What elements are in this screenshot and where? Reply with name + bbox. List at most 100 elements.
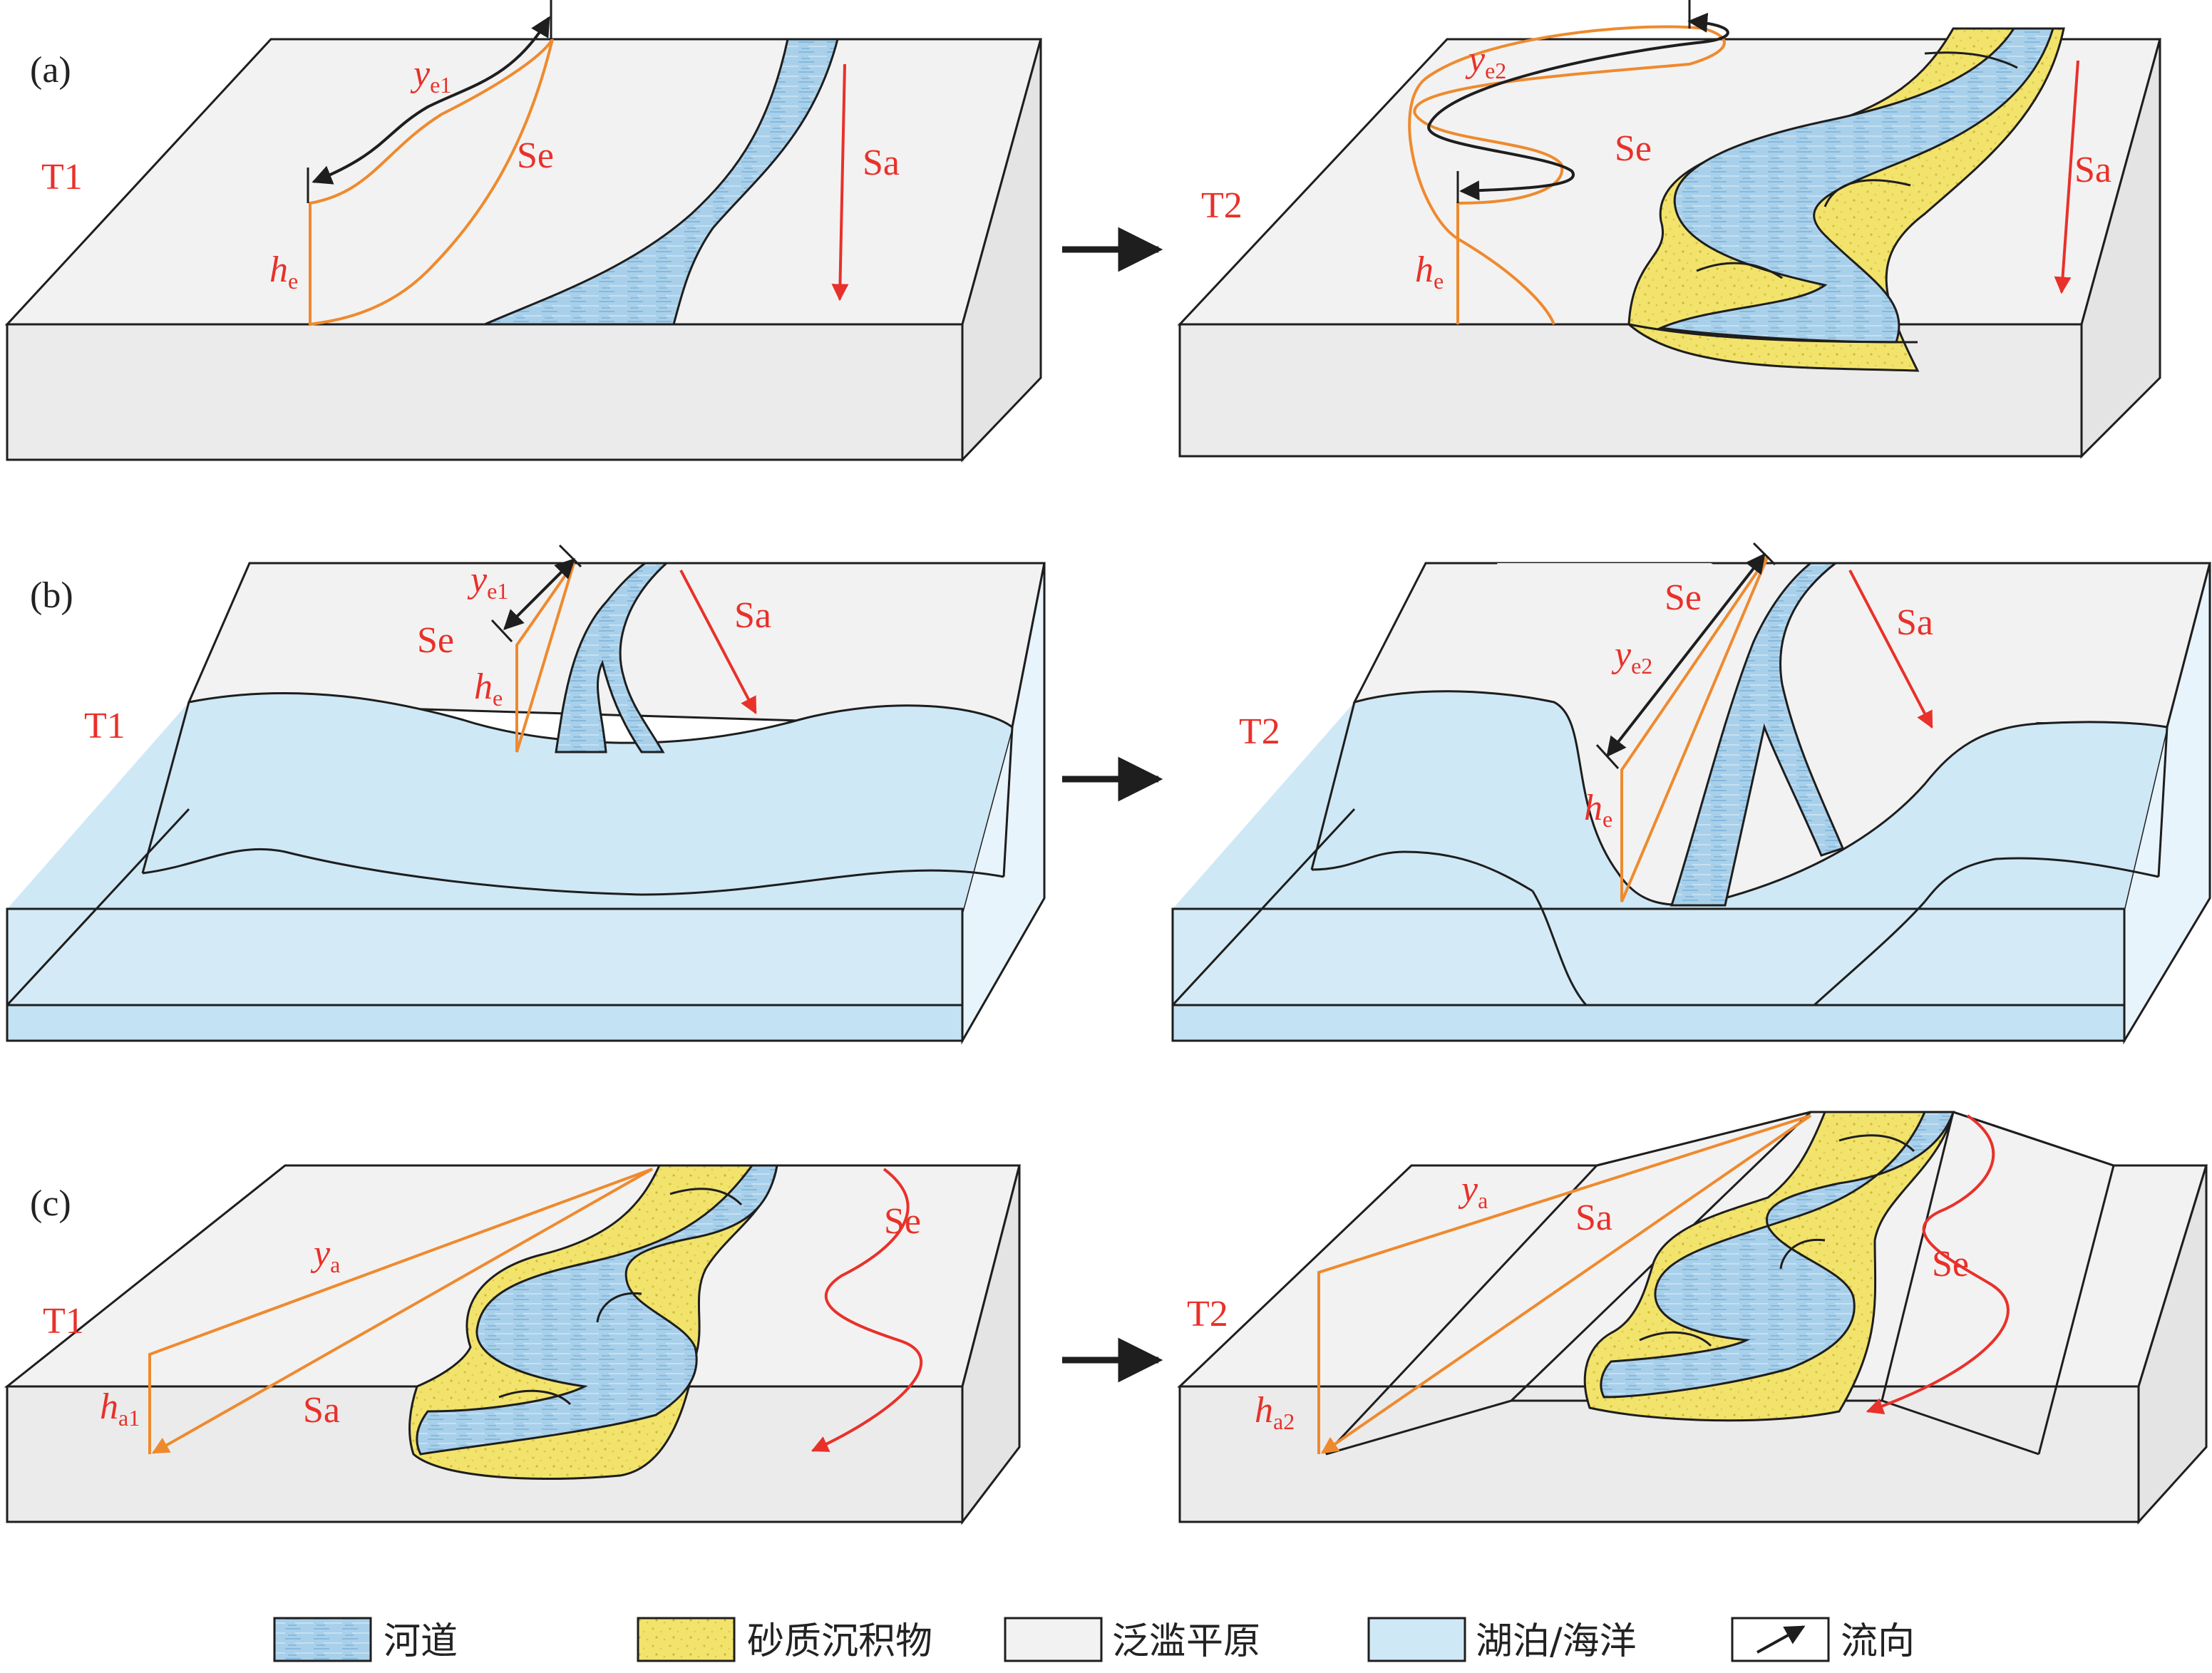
ye-arrow bbox=[1606, 552, 1766, 758]
block-front bbox=[1178, 323, 2083, 458]
se-label: Se bbox=[1615, 128, 1652, 169]
panel-b-t2: T2 Se ye2 he Sa bbox=[1171, 542, 2211, 1045]
incision-right bbox=[1813, 901, 1926, 1007]
block-front-upper bbox=[6, 907, 964, 1007]
block-side bbox=[961, 38, 1042, 463]
sa-label: Sa bbox=[303, 1390, 340, 1431]
legend-item-floodplain: 泛滥平原 bbox=[1004, 1617, 1260, 1663]
ha-label: ha2 bbox=[1255, 1390, 1295, 1434]
sa-label: Sa bbox=[734, 595, 771, 636]
panel-c-t1: (c) T1 ya ha1 Sa Se bbox=[4, 1164, 1021, 1525]
terrace-left bbox=[1324, 1164, 1598, 1456]
se-label: Se bbox=[884, 1201, 921, 1242]
he-label: he bbox=[269, 249, 298, 294]
scroll-bar-1 bbox=[1924, 51, 2018, 69]
scroll-bar-2 bbox=[1823, 179, 1911, 207]
flow-arrow-icon bbox=[1756, 1625, 1806, 1654]
block-side bbox=[2137, 1165, 2208, 1525]
se-label: Se bbox=[517, 135, 554, 176]
se-label: Se bbox=[417, 620, 454, 661]
panel-b-t1: (b) T1 ye1 Se he Sa bbox=[6, 544, 1046, 1045]
channel-straight bbox=[484, 38, 839, 326]
panel-a-t1: (a) T1 ye1 Se he Sa bbox=[4, 0, 1042, 463]
incision-left bbox=[1531, 890, 1588, 1006]
lake-edge-left bbox=[141, 701, 190, 874]
ye-label: ye1 bbox=[410, 53, 451, 98]
legend-label: 砂质沉积物 bbox=[747, 1620, 932, 1663]
se-curve bbox=[811, 1168, 923, 1452]
lake-edge-right bbox=[2157, 726, 2169, 877]
se-label: Se bbox=[1932, 1244, 1969, 1285]
legend-item-sand: 砂质沉积物 bbox=[637, 1617, 932, 1663]
he-label: he bbox=[474, 666, 503, 711]
block-front-lower bbox=[6, 1004, 964, 1042]
orange-triangle bbox=[148, 1168, 653, 1454]
se-label: Se bbox=[1665, 577, 1702, 618]
scroll-bar-3 bbox=[1639, 1331, 1712, 1347]
legend-label: 流向 bbox=[1841, 1620, 1915, 1663]
legend-label: 湖泊/海洋 bbox=[1476, 1620, 1637, 1663]
sa-arrow bbox=[831, 63, 849, 302]
legend-swatch-sand bbox=[637, 1617, 736, 1662]
time-label: T1 bbox=[41, 157, 83, 197]
lake-bottom-right bbox=[1923, 857, 2159, 902]
sa-label: Sa bbox=[2074, 150, 2111, 190]
ye-arrow bbox=[503, 558, 575, 630]
lake-bottom-line bbox=[142, 848, 1004, 896]
scroll-bar-1 bbox=[1838, 1134, 1915, 1153]
diag-left bbox=[6, 808, 190, 1007]
legend-item-flow: 流向 bbox=[1731, 1617, 1915, 1663]
scroll-bar-3 bbox=[498, 1389, 572, 1406]
legend-swatch-lake bbox=[1367, 1617, 1466, 1662]
ye-label: ye1 bbox=[467, 560, 508, 604]
sa-arrow bbox=[1848, 570, 1933, 729]
panel-a-t2: T2 ye2 Se he Sa bbox=[1177, 0, 2161, 459]
legend: 河道 砂质沉积物 泛滥平原 湖泊/海洋 流向 bbox=[273, 1617, 1915, 1663]
panel-tag: (c) bbox=[30, 1183, 71, 1224]
legend-swatch-floodplain bbox=[1004, 1617, 1103, 1662]
ya-label: ya bbox=[1458, 1169, 1488, 1213]
channel-fork bbox=[555, 562, 669, 753]
lake-body bbox=[1173, 691, 2167, 909]
ye-arrow bbox=[1427, 12, 1729, 201]
scroll-bar-3 bbox=[1696, 262, 1783, 279]
he-tick bbox=[490, 619, 513, 643]
panel-tag: (a) bbox=[30, 50, 71, 91]
he-label: he bbox=[1415, 249, 1444, 294]
block-front-upper bbox=[1171, 907, 2126, 1007]
terrace-right bbox=[2037, 1165, 2115, 1455]
channel-bottom-strip bbox=[1628, 323, 1918, 344]
legend-label: 泛滥平原 bbox=[1112, 1620, 1260, 1663]
channel-meander bbox=[1600, 1111, 1955, 1399]
legend-label: 河道 bbox=[384, 1620, 458, 1663]
ya-label: ya bbox=[310, 1233, 340, 1277]
block-side bbox=[961, 1165, 1021, 1525]
channel-meander bbox=[416, 1164, 778, 1456]
legend-item-lake: 湖泊/海洋 bbox=[1367, 1617, 1637, 1663]
ye-label: ye2 bbox=[1465, 39, 1506, 83]
he-label: he bbox=[1584, 788, 1612, 832]
orange-triangle bbox=[1317, 1114, 1812, 1454]
sa-arrow bbox=[679, 570, 757, 715]
lake-edge-left bbox=[1310, 701, 1356, 870]
block-front bbox=[6, 323, 964, 461]
legend-swatch-channel bbox=[273, 1617, 372, 1662]
scroll-bar-2 bbox=[596, 1292, 642, 1323]
block-front-lower bbox=[1171, 1004, 2126, 1042]
lake-bottom-line bbox=[1311, 850, 1533, 892]
panel-tag: (b) bbox=[30, 575, 73, 616]
lake-edge-right bbox=[1002, 726, 1014, 877]
ye-label: ye2 bbox=[1611, 634, 1652, 679]
time-label: T2 bbox=[1239, 711, 1280, 752]
terrace-right-2 bbox=[1881, 1111, 1955, 1401]
legend-item-channel: 河道 bbox=[273, 1617, 458, 1663]
diag-left bbox=[1171, 808, 1356, 1007]
se-curve bbox=[1866, 1114, 2010, 1415]
block-side bbox=[2080, 38, 2161, 459]
sa-label: Sa bbox=[863, 143, 900, 183]
time-label: T2 bbox=[1201, 185, 1243, 226]
panel-c-t2: T2 ya Sa ha2 Se bbox=[1177, 1111, 2208, 1525]
time-label: T1 bbox=[43, 1301, 84, 1342]
